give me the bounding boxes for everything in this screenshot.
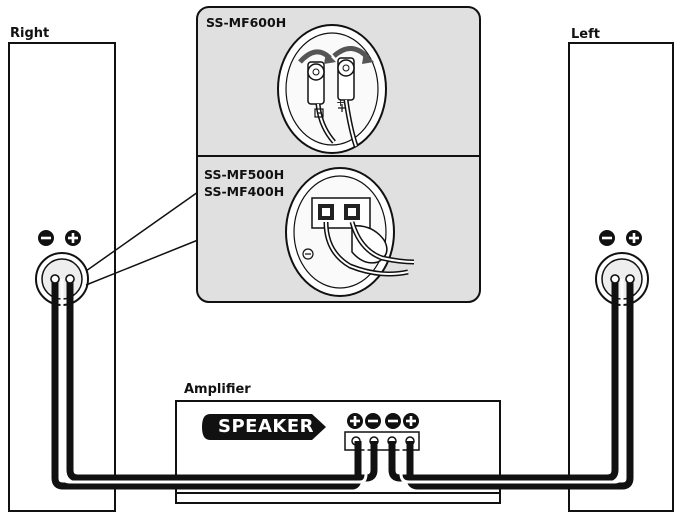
- mf500h-terminal-illustration: [285, 167, 415, 297]
- inset-panel: [196, 6, 481, 303]
- right-speaker-minus-symbol: [38, 230, 54, 246]
- right-speaker-plus-symbol: [65, 230, 81, 246]
- left-speaker-label: Left: [571, 27, 600, 42]
- mf600h-terminal-illustration: [277, 24, 387, 154]
- left-speaker-plus-symbol: [626, 230, 642, 246]
- model-mf500h-label: SS-MF500H: [204, 167, 285, 182]
- right-speaker-cable: [51, 279, 378, 490]
- callout-lines: [85, 191, 199, 286]
- mf500h-minus-mark: −: [306, 244, 315, 257]
- mf600h-plus-mark: +: [336, 96, 346, 109]
- left-speaker-minus-symbol: [599, 230, 615, 246]
- left-speaker-cable: [388, 279, 634, 490]
- speaker-label-badge: [202, 414, 326, 440]
- model-mf400h-label: SS-MF400H: [204, 184, 285, 199]
- amp-terminal-symbols: [347, 413, 419, 429]
- right-speaker-label: Right: [10, 26, 50, 41]
- speaker-terminal-label: SPEAKER: [218, 416, 314, 437]
- amplifier-label: Amplifier: [184, 382, 251, 397]
- left-speaker: [568, 42, 674, 512]
- model-mf600h-label: SS-MF600H: [206, 15, 287, 30]
